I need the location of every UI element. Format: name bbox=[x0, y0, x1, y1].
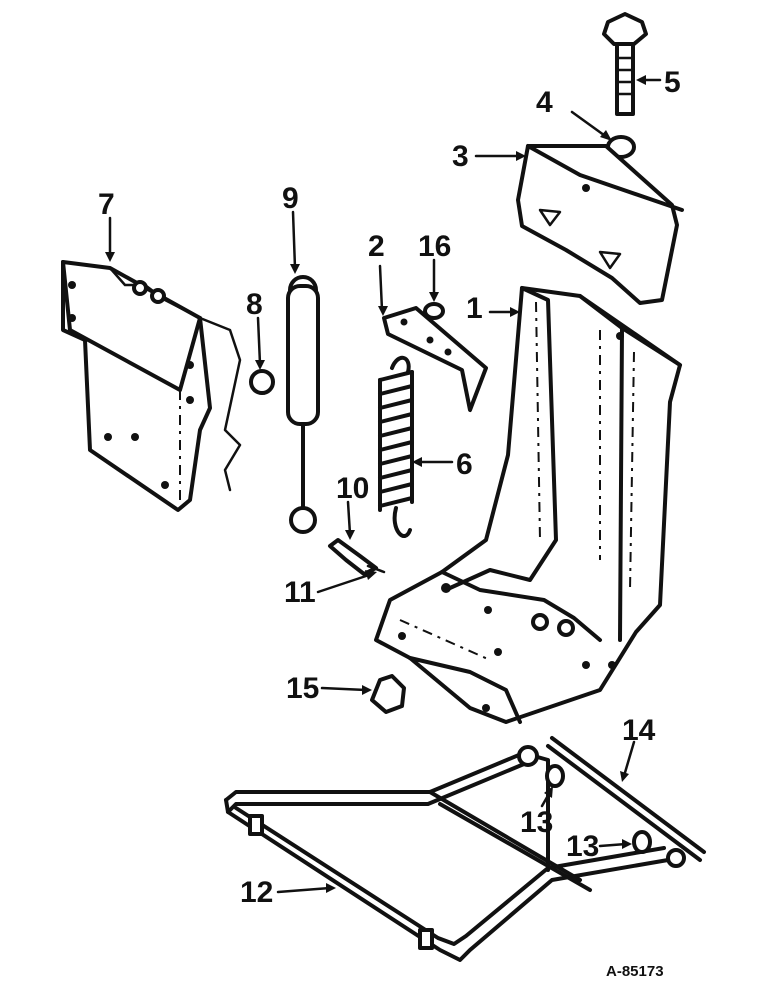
part-16-nut bbox=[423, 302, 445, 320]
leader-lines bbox=[105, 75, 662, 894]
callout-4: 4 bbox=[536, 86, 553, 119]
part-10-11-pin bbox=[328, 538, 386, 576]
callout-5: 5 bbox=[664, 66, 681, 99]
callout-7: 7 bbox=[98, 188, 115, 221]
part-2-hanger bbox=[382, 306, 488, 412]
part-7-bracket bbox=[61, 260, 242, 512]
callout-13-lower: 13 bbox=[566, 830, 599, 863]
part-5-bolt bbox=[602, 12, 648, 116]
part-6-spring bbox=[378, 356, 414, 538]
callout-3: 3 bbox=[452, 140, 469, 173]
callout-10: 10 bbox=[336, 472, 369, 505]
part-12-frame bbox=[224, 745, 670, 962]
part-1-seat-pan bbox=[374, 286, 682, 724]
part-13-nuts bbox=[545, 764, 652, 854]
part-15-bumper bbox=[370, 674, 406, 714]
callout-13-upper: 13 bbox=[520, 806, 553, 839]
callout-9: 9 bbox=[282, 182, 299, 215]
part-14-rod bbox=[546, 736, 706, 868]
part-3-cushion bbox=[516, 144, 684, 305]
callout-1: 1 bbox=[466, 292, 483, 325]
callout-14: 14 bbox=[622, 714, 656, 747]
callout-11: 11 bbox=[284, 576, 316, 609]
callout-8: 8 bbox=[246, 288, 263, 321]
callout-12: 12 bbox=[240, 876, 273, 909]
callout-labels: 1 2 3 4 5 6 7 8 9 10 11 12 13 13 14 15 1… bbox=[98, 66, 681, 909]
callout-6: 6 bbox=[456, 448, 473, 481]
callout-16: 16 bbox=[418, 230, 451, 263]
reference-code: A-85173 bbox=[606, 963, 664, 980]
part-9-shock bbox=[286, 275, 320, 534]
callout-15: 15 bbox=[286, 672, 319, 705]
part-8-nut bbox=[249, 369, 275, 395]
callout-2: 2 bbox=[368, 230, 385, 263]
